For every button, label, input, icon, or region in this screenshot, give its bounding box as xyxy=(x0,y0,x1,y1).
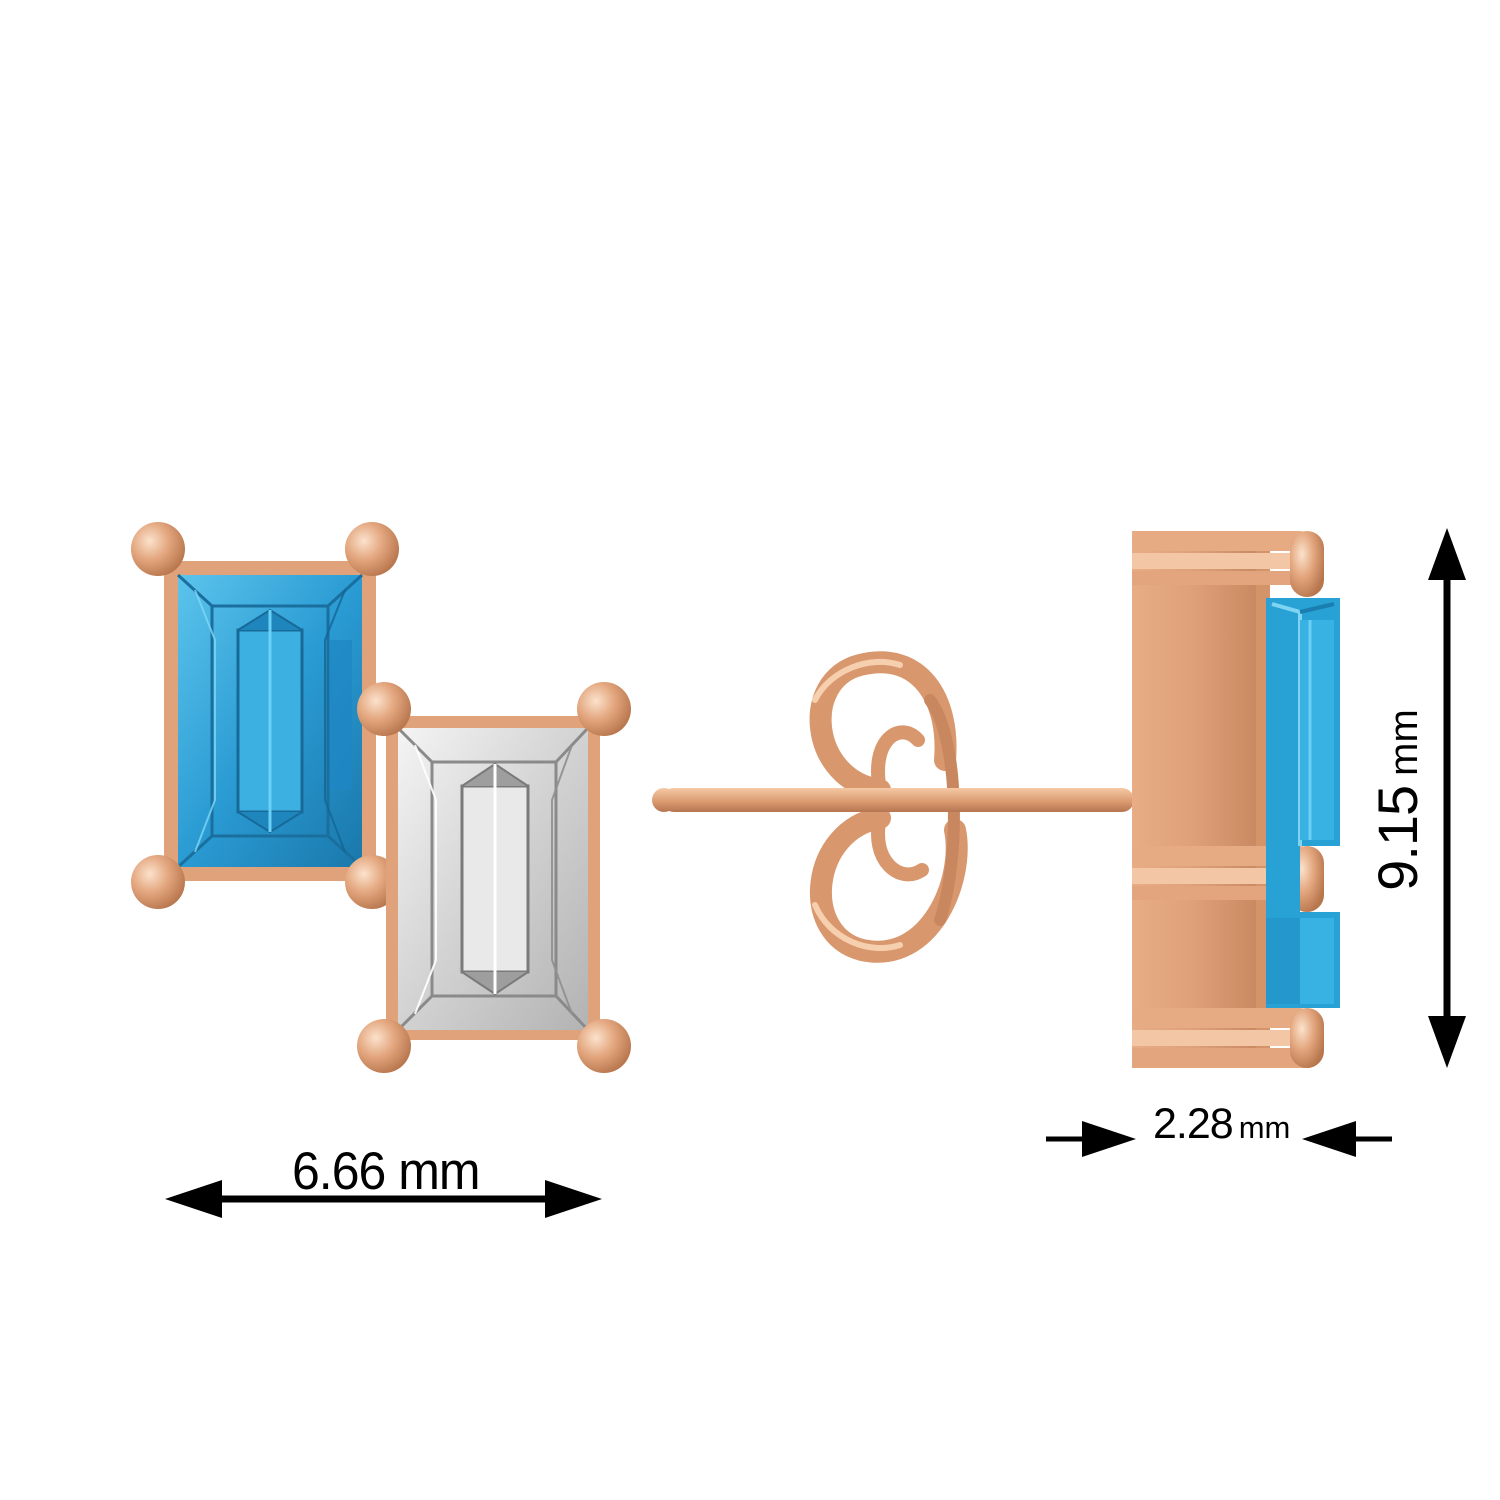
depth-arrow-left xyxy=(1046,1121,1136,1157)
width-value: 6.66 xyxy=(292,1141,386,1201)
side-setting xyxy=(1132,531,1340,1068)
width-dimension-label: 6.66 mm xyxy=(292,1141,481,1201)
white-stone-setting xyxy=(386,716,600,1040)
blue-stone-prongs xyxy=(131,522,399,909)
earring-back xyxy=(809,651,968,963)
height-arrow xyxy=(1428,528,1466,1068)
height-value: 9.15 xyxy=(1366,785,1429,891)
width-unit: mm xyxy=(398,1141,480,1201)
depth-arrow-right xyxy=(1302,1121,1392,1157)
earring-post xyxy=(652,788,1134,812)
height-dimension-label: 9.15 mm xyxy=(1366,709,1429,891)
depth-value: 2.28 xyxy=(1153,1100,1234,1148)
white-stone-prongs xyxy=(357,682,631,1073)
blue-stone-setting xyxy=(164,561,376,881)
depth-unit: mm xyxy=(1238,1110,1291,1145)
height-unit: mm xyxy=(1382,709,1426,776)
width-arrow xyxy=(165,1180,602,1218)
